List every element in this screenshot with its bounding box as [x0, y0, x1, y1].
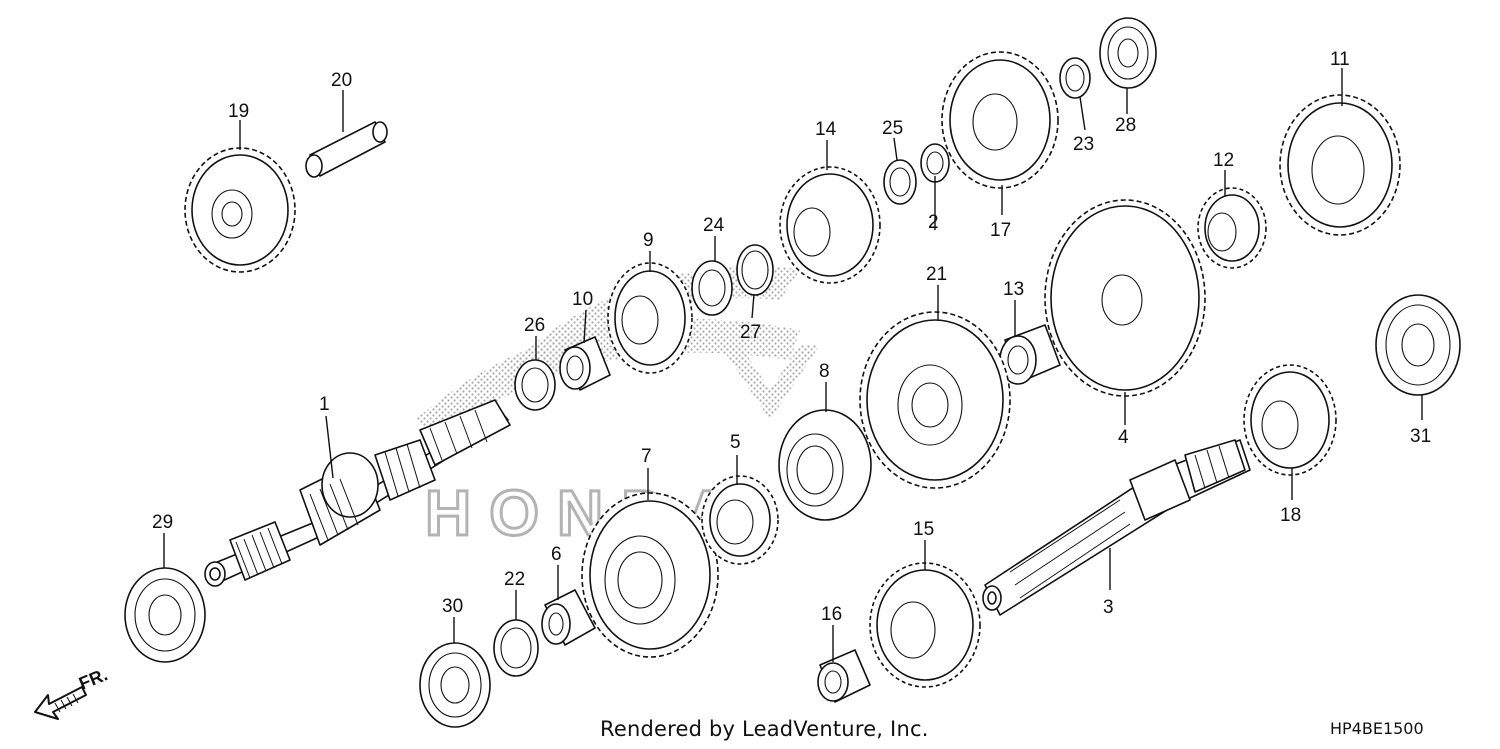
callout-28: 28 — [1115, 115, 1136, 136]
callout-16: 16 — [821, 604, 842, 625]
gear-part-17 — [941, 51, 1059, 189]
front-arrow-icon — [34, 686, 87, 720]
gear-part-14 — [779, 166, 881, 284]
washer-part-23 — [1059, 57, 1091, 99]
callout-27: 27 — [740, 322, 761, 343]
bushing-part-10 — [559, 336, 611, 391]
callout-25: 25 — [882, 118, 903, 139]
callout-22: 22 — [504, 569, 525, 590]
callout-31: 31 — [1410, 426, 1431, 447]
gear-part-7 — [581, 492, 719, 658]
gear-part-21 — [859, 311, 1011, 489]
gear-part-5 — [701, 475, 779, 565]
front-direction-marker: FR. — [34, 664, 110, 720]
washer-part-25 — [883, 159, 917, 205]
diagram-code: HP4BE1500 — [1330, 719, 1424, 738]
callout-6: 6 — [551, 544, 562, 565]
gear-part-18 — [1243, 364, 1337, 476]
bearing-part-29 — [124, 567, 206, 663]
gear-part-4 — [1044, 199, 1206, 397]
callout-3: 3 — [1103, 597, 1114, 618]
pin-part-20 — [305, 121, 388, 178]
bushing-part-16 — [817, 649, 871, 703]
gear-part-11 — [1279, 94, 1401, 236]
bearing-part-31 — [1375, 294, 1461, 396]
callout-21: 21 — [926, 264, 947, 285]
collar-part-24 — [691, 260, 733, 316]
callout-2: 2 — [928, 212, 939, 233]
callout-5: 5 — [730, 432, 741, 453]
callouts: 1 2 3 4 5 6 7 8 9 10 11 12 13 14 15 16 1… — [152, 49, 1431, 625]
callout-1: 1 — [319, 394, 330, 415]
callout-14: 14 — [815, 119, 837, 140]
callout-20: 20 — [331, 70, 352, 91]
gear-part-19 — [184, 147, 296, 273]
callout-18: 18 — [1280, 505, 1301, 526]
callout-11: 11 — [1330, 49, 1350, 70]
callout-13: 13 — [1003, 279, 1024, 300]
bushing-part-13 — [999, 324, 1061, 385]
bearing-part-28 — [1099, 17, 1157, 89]
callout-26: 26 — [524, 315, 545, 336]
callout-9: 9 — [643, 230, 654, 251]
callout-17: 17 — [990, 220, 1011, 241]
callout-7: 7 — [641, 446, 652, 467]
leader-lines — [163, 68, 1423, 662]
callout-29: 29 — [152, 512, 173, 533]
gear-part-15 — [869, 562, 981, 688]
bearing-part-30 — [419, 642, 491, 728]
callout-10: 10 — [572, 289, 593, 310]
callout-15: 15 — [913, 519, 934, 540]
mainshaft-part-1 — [204, 399, 511, 587]
bushing-part-6 — [541, 589, 596, 646]
callout-4: 4 — [1118, 427, 1129, 448]
rendered-by-credit: Rendered by LeadVenture, Inc. — [600, 717, 929, 741]
callout-30: 30 — [442, 596, 463, 617]
callout-24: 24 — [703, 215, 725, 236]
hub-part-8 — [778, 409, 872, 521]
gear-part-9 — [607, 262, 693, 374]
gear-part-12 — [1197, 187, 1267, 269]
circlip-part-27 — [736, 244, 774, 296]
callout-19: 19 — [228, 101, 249, 122]
callout-8: 8 — [819, 361, 830, 382]
countershaft-part-3 — [982, 439, 1251, 616]
callout-23: 23 — [1073, 134, 1094, 155]
front-label: FR. — [76, 664, 110, 693]
callout-12: 12 — [1213, 150, 1234, 171]
washer-part-22 — [493, 619, 539, 677]
washer-part-26 — [514, 359, 556, 411]
